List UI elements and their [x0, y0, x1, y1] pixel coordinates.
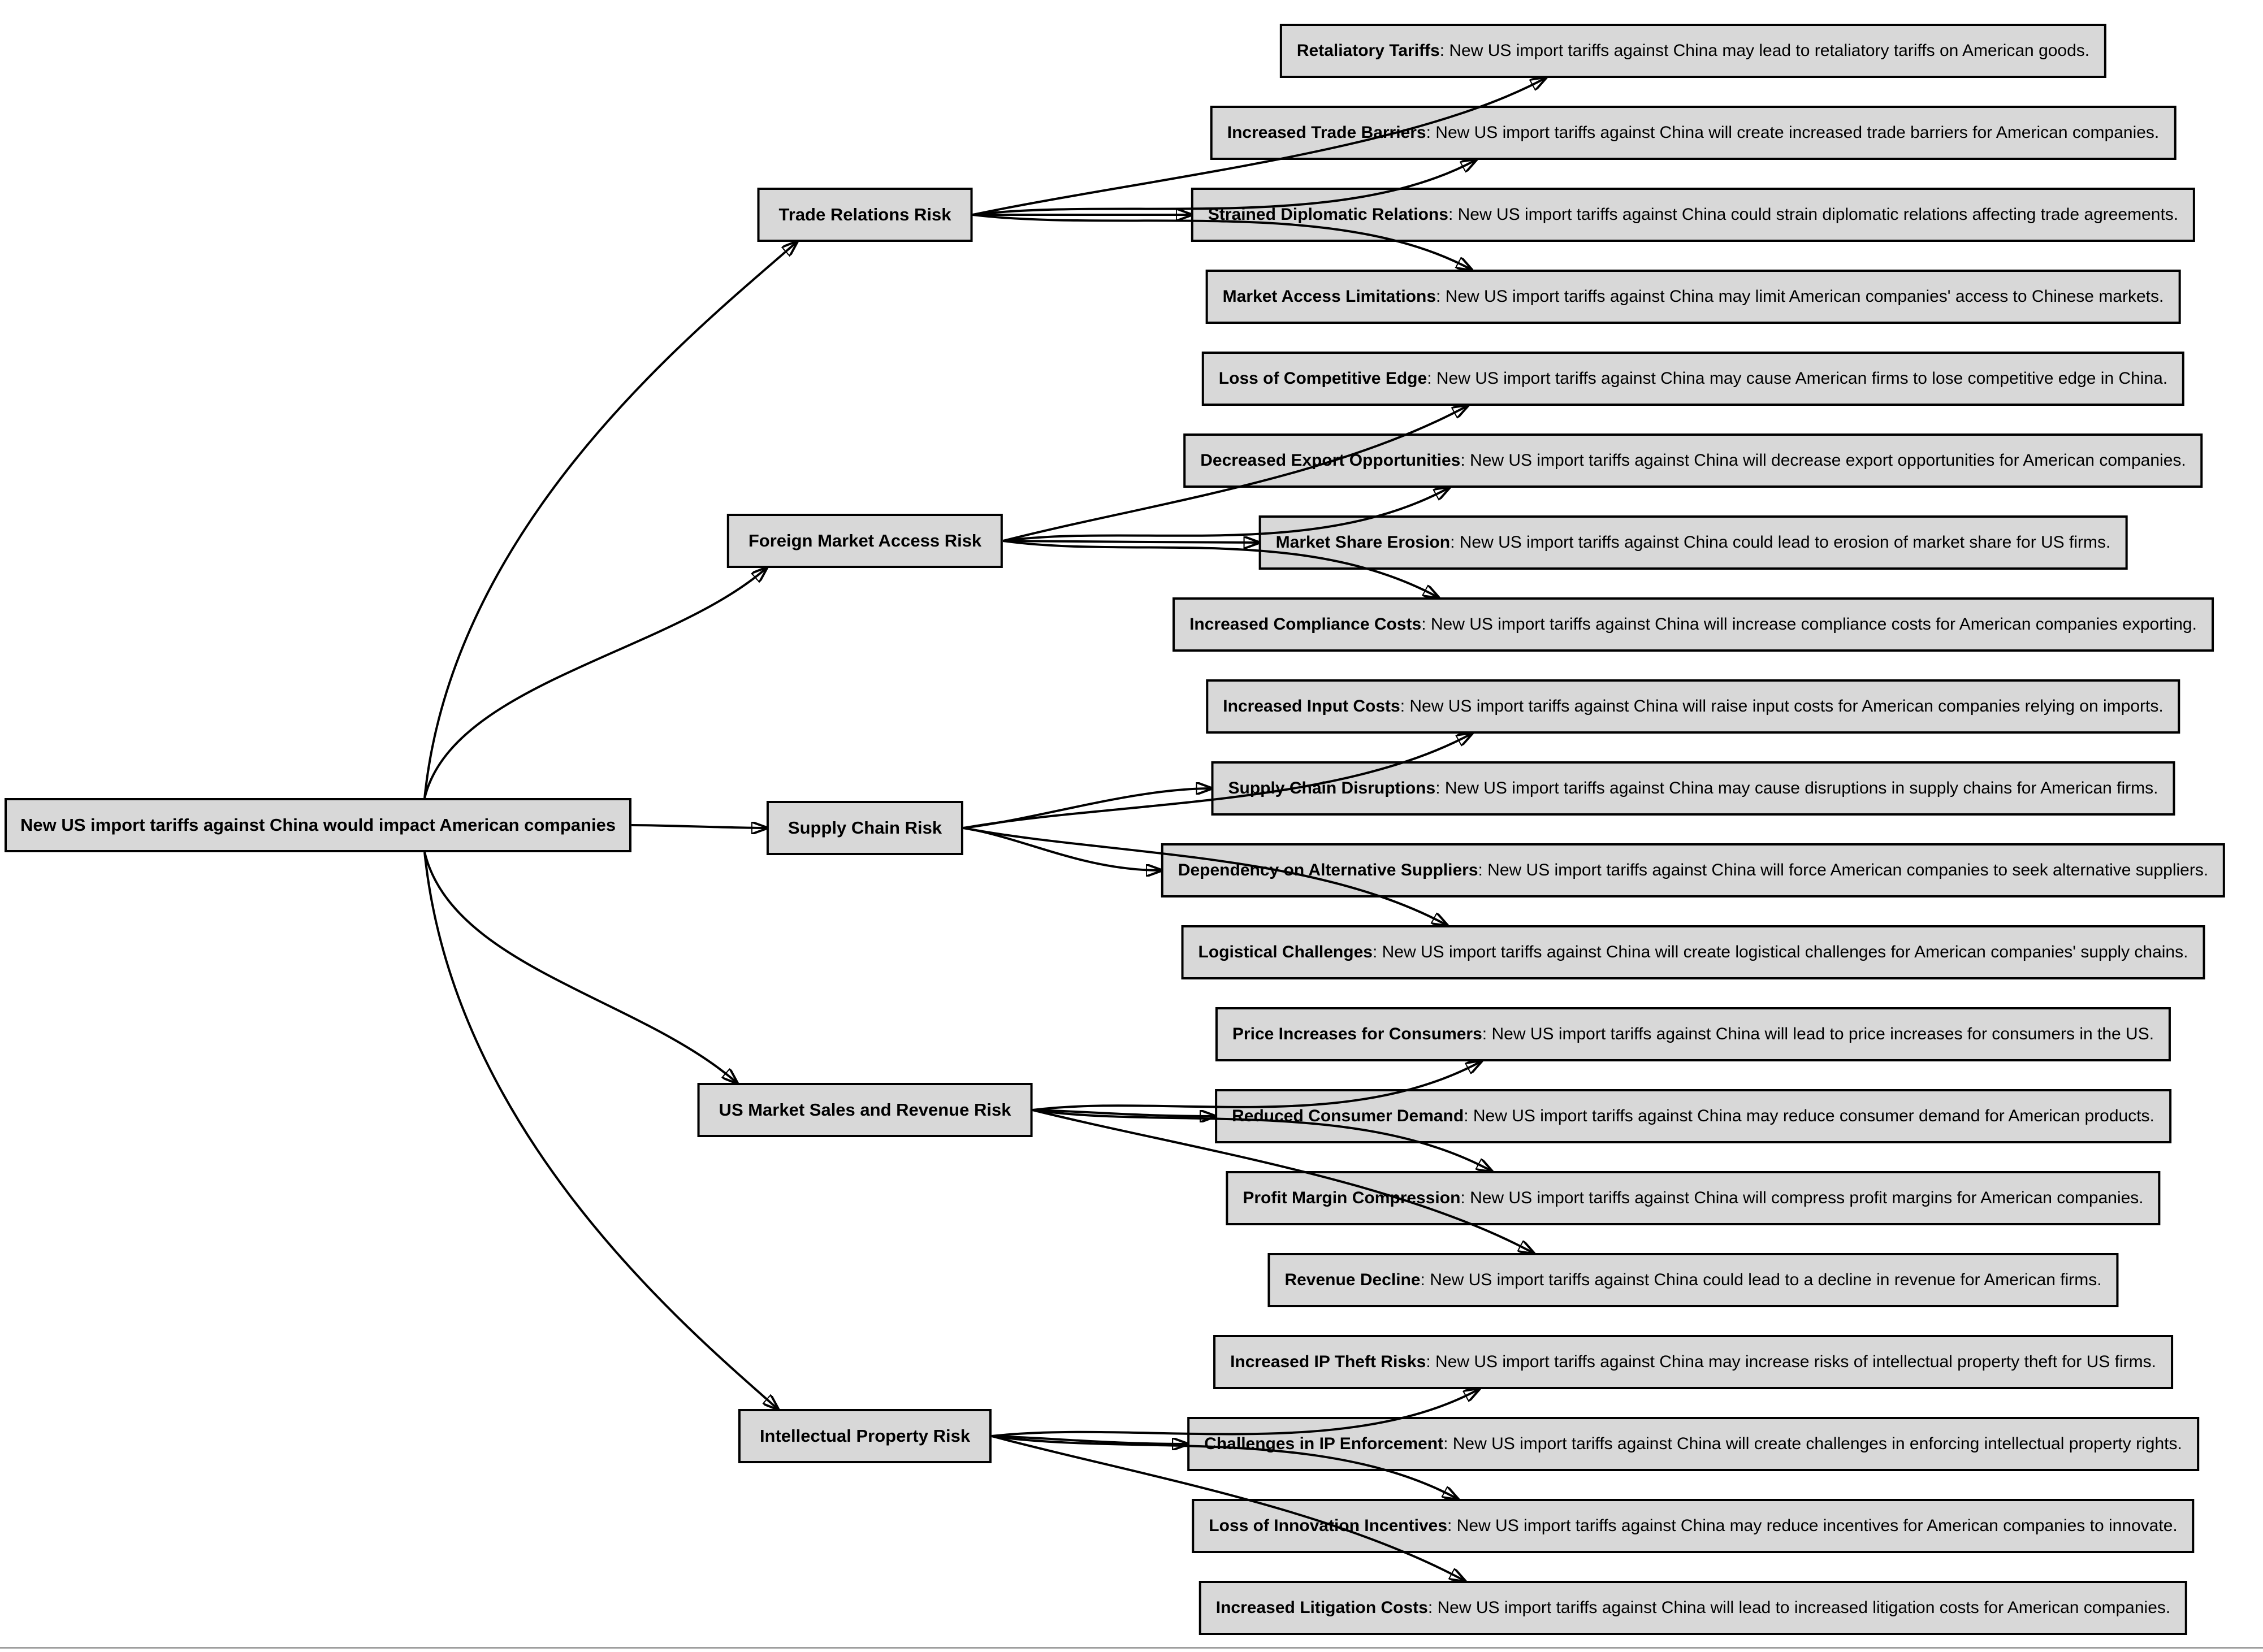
leaf-description: : New US import tariffs against China co…	[1448, 205, 2179, 224]
leaf-title: Logistical Challenges	[1198, 943, 1373, 961]
leaf-description: : New US import tariffs against China co…	[1420, 1271, 2102, 1289]
leaf-node-loss-of-innovation-incentives: Loss of Innovation Incentives: New US im…	[1192, 1499, 2195, 1553]
category-node-supply-chain-risk: Supply Chain Risk	[766, 801, 964, 855]
root-node: New US import tariffs against China woul…	[5, 798, 632, 852]
leaf-title: Increased Input Costs	[1223, 697, 1400, 716]
leaf-description: : New US import tariffs against China ma…	[1439, 41, 2090, 60]
leaf-description: : New US import tariffs against China ma…	[1436, 287, 2164, 306]
leaf-title: Market Share Erosion	[1275, 533, 1451, 552]
bottom-divider	[0, 1647, 2263, 1649]
leaf-title: Loss of Competitive Edge	[1218, 369, 1427, 388]
leaf-description: : New US import tariffs against China ma…	[1447, 1516, 2178, 1535]
leaf-node-increased-compliance-costs: Increased Compliance Costs: New US impor…	[1172, 597, 2214, 652]
leaf-node-increased-litigation-costs: Increased Litigation Costs: New US impor…	[1198, 1581, 2188, 1635]
leaf-description: : New US import tariffs against China ma…	[1426, 1352, 2156, 1371]
leaf-title: Increased Compliance Costs	[1189, 615, 1422, 634]
leaf-description: : New US import tariffs against China ma…	[1435, 779, 2158, 797]
leaf-node-reduced-consumer-demand: Reduced Consumer Demand: New US import t…	[1215, 1089, 2171, 1143]
leaf-description: : New US import tariffs against China wi…	[1482, 1025, 2154, 1043]
leaf-title: Increased Litigation Costs	[1215, 1598, 1428, 1617]
leaf-node-profit-margin-compression: Profit Margin Compression: New US import…	[1226, 1171, 2161, 1225]
leaf-title: Decreased Export Opportunities	[1200, 451, 1461, 470]
category-node-trade-relations-risk: Trade Relations Risk	[757, 188, 973, 242]
leaf-node-market-access-limitations: Market Access Limitations: New US import…	[1205, 270, 2181, 324]
leaf-description: : New US import tariffs against China wi…	[1426, 123, 2160, 142]
leaf-node-strained-diplomatic-relations: Strained Diplomatic Relations: New US im…	[1191, 188, 2196, 242]
leaf-node-logistical-challenges: Logistical Challenges: New US import tar…	[1181, 925, 2205, 979]
leaf-node-loss-of-competitive-edge: Loss of Competitive Edge: New US import …	[1201, 352, 2185, 406]
leaf-node-increased-input-costs: Increased Input Costs: New US import tar…	[1206, 679, 2180, 734]
leaf-description: : New US import tariffs against China ma…	[1464, 1107, 2154, 1125]
leaf-description: : New US import tariffs against China wi…	[1372, 943, 2188, 961]
category-node-us-market-sales-and-revenue-risk: US Market Sales and Revenue Risk	[697, 1083, 1033, 1137]
leaf-description: : New US import tariffs against China wi…	[1460, 451, 2186, 470]
leaf-title: Market Access Limitations	[1222, 287, 1436, 306]
leaf-node-retaliatory-tariffs: Retaliatory Tariffs: New US import tarif…	[1279, 24, 2107, 78]
category-node-foreign-market-access-risk: Foreign Market Access Risk	[726, 514, 1003, 568]
leaf-title: Reduced Consumer Demand	[1232, 1107, 1464, 1125]
leaf-title: Revenue Decline	[1284, 1271, 1421, 1289]
leaf-title: Profit Margin Compression	[1243, 1189, 1461, 1207]
leaf-title: Increased Trade Barriers	[1227, 123, 1426, 142]
leaf-node-market-share-erosion: Market Share Erosion: New US import tari…	[1258, 515, 2128, 570]
leaf-title: Retaliatory Tariffs	[1296, 41, 1440, 60]
leaf-title: Challenges in IP Enforcement	[1204, 1434, 1444, 1453]
leaf-description: : New US import tariffs against China wi…	[1443, 1434, 2182, 1453]
leaf-node-dependency-on-alternative-suppliers: Dependency on Alternative Suppliers: New…	[1161, 843, 2226, 897]
leaf-description: : New US import tariffs against China wi…	[1427, 1598, 2171, 1617]
leaf-description: : New US import tariffs against China wi…	[1478, 861, 2209, 879]
leaf-description: : New US import tariffs against China ma…	[1427, 369, 2168, 388]
category-node-intellectual-property-risk: Intellectual Property Risk	[738, 1409, 992, 1463]
leaf-node-revenue-decline: Revenue Decline: New US import tariffs a…	[1267, 1253, 2119, 1307]
leaf-node-price-increases-for-consumers: Price Increases for Consumers: New US im…	[1215, 1007, 2171, 1061]
leaf-description: : New US import tariffs against China co…	[1450, 533, 2111, 552]
leaf-node-increased-ip-theft-risks: Increased IP Theft Risks: New US import …	[1213, 1335, 2173, 1389]
leaf-description: : New US import tariffs against China wi…	[1400, 697, 2164, 716]
leaf-node-decreased-export-opportunities: Decreased Export Opportunities: New US i…	[1183, 433, 2203, 488]
leaf-title: Supply Chain Disruptions	[1228, 779, 1436, 797]
leaf-title: Loss of Innovation Incentives	[1209, 1516, 1448, 1535]
leaf-title: Dependency on Alternative Suppliers	[1178, 861, 1478, 879]
leaf-description: : New US import tariffs against China wi…	[1460, 1189, 2144, 1207]
leaf-node-challenges-in-ip-enforcement: Challenges in IP Enforcement: New US imp…	[1187, 1417, 2199, 1471]
leaf-node-supply-chain-disruptions: Supply Chain Disruptions: New US import …	[1211, 761, 2175, 816]
leaf-title: Strained Diplomatic Relations	[1208, 205, 1448, 224]
leaf-description: : New US import tariffs against China wi…	[1421, 615, 2197, 634]
leaf-node-increased-trade-barriers: Increased Trade Barriers: New US import …	[1210, 106, 2177, 160]
leaf-title: Price Increases for Consumers	[1232, 1025, 1482, 1043]
leaf-title: Increased IP Theft Risks	[1230, 1352, 1426, 1371]
